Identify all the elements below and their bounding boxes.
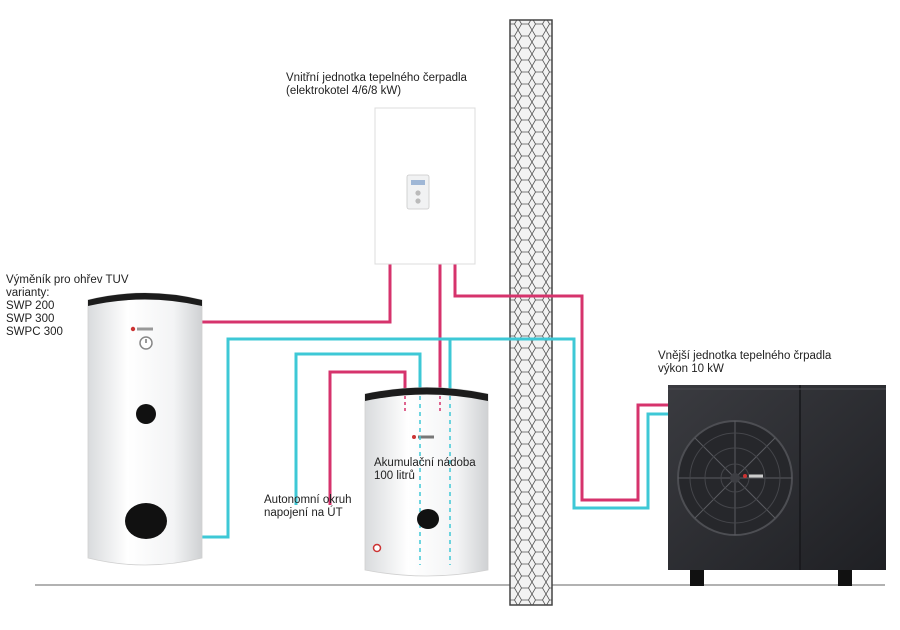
cold-pipe-return [200, 337, 668, 539]
knob-icon [415, 198, 421, 204]
heating-circuit-label: Autonomní okruh napojení na ÚT [264, 494, 352, 519]
indoor-unit [374, 107, 476, 265]
fan-icon [677, 420, 793, 536]
indoor-unit-label: Vnitřní jednotka tepelného čerpadla (ele… [286, 72, 467, 97]
unit-foot [690, 570, 704, 586]
inspection-flange [417, 509, 439, 529]
outdoor-unit [668, 385, 886, 586]
inspection-flange [136, 404, 156, 424]
dhw-tank [87, 292, 203, 566]
pipes [200, 262, 668, 539]
buffer-tank-label: Akumulační nádoba 100 litrů [374, 457, 476, 482]
hot-pipe-heating-circuit [328, 370, 407, 505]
thermometer-icon [139, 336, 153, 350]
tank-cap [88, 293, 202, 306]
brand-logo-icon [412, 435, 434, 439]
dhw-exchanger-label: Výměník pro ohřev TUV varianty: SWP 200 … [6, 274, 129, 338]
wall [509, 19, 553, 606]
outdoor-unit-label: Vnější jednotka tepelného črpadla výkon … [658, 350, 832, 375]
knob-icon [415, 190, 421, 196]
display-icon [411, 180, 425, 185]
brand-logo-icon [130, 326, 153, 332]
hot-pipe-outdoor [453, 262, 668, 502]
tank-cap [365, 387, 488, 401]
buffer-tank [364, 387, 489, 577]
cold-pipe-heating-circuit [294, 352, 422, 505]
unit-foot [838, 570, 852, 586]
hot-pipe-dhw-supply [200, 262, 392, 324]
drain-valve-icon [372, 543, 382, 553]
inspection-flange [125, 503, 167, 539]
brand-logo-icon [743, 474, 763, 478]
